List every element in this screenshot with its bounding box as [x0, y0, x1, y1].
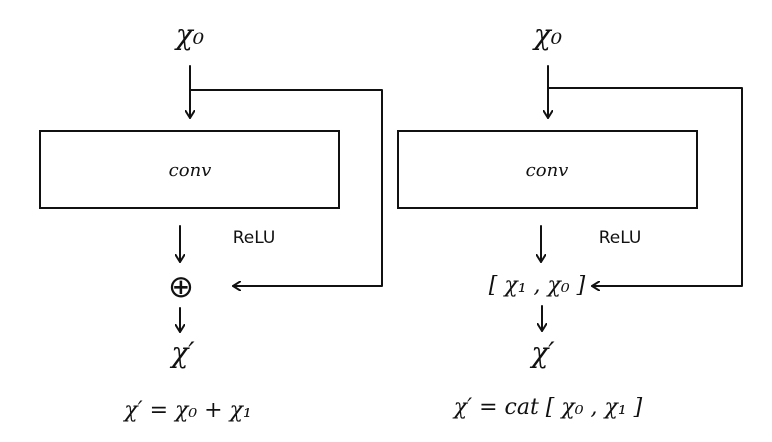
dense-formula: χ′ = cat [ χ₀ , χ₁ ] — [452, 395, 643, 420]
concat-merge-label: [ χ₁ , χ₀ ] — [489, 273, 586, 298]
left-skip-connection — [189, 89, 383, 286]
residual-formula: χ′ = χ₀ + χ₁ — [122, 398, 251, 423]
right-conv-label: conv — [526, 160, 569, 181]
right-input-label: χ₀ — [532, 18, 562, 51]
left-output-label: χ′ — [169, 336, 195, 369]
right-output-label: χ′ — [529, 336, 555, 369]
right-diagram: χ₀ conv ReLU [ χ₁ , χ₀ ] χ′ χ′ = cat [ χ… — [397, 18, 743, 420]
left-input-label: χ₀ — [174, 18, 204, 51]
left-conv-block — [39, 130, 340, 209]
left-relu-label: ReLU — [233, 228, 276, 248]
right-conv-block — [397, 130, 698, 209]
add-merge-symbol: ⊕ — [168, 269, 194, 305]
right-skip-connection — [547, 87, 743, 286]
left-diagram: χ₀ conv ReLU ⊕ χ′ χ′ = χ₀ + χ₁ — [39, 18, 383, 423]
left-conv-label: conv — [169, 160, 212, 181]
right-relu-label: ReLU — [599, 228, 642, 248]
